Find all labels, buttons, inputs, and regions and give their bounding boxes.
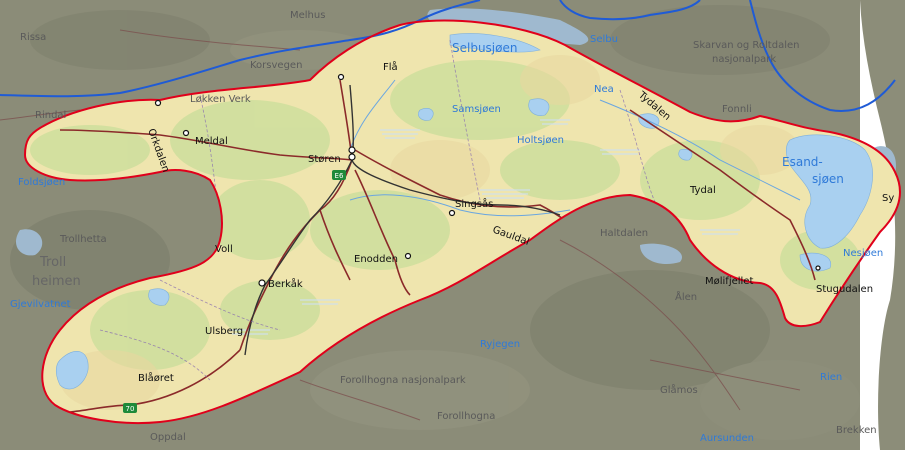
town-markers <box>154 73 821 287</box>
label-fla: Flå <box>383 60 398 73</box>
marker-berkak <box>258 279 266 287</box>
label-nea: Nea <box>594 84 614 95</box>
label-rindal: Rindal <box>35 110 66 121</box>
lakes <box>55 33 873 390</box>
county-border <box>0 0 896 112</box>
marker-orkdal <box>154 99 162 107</box>
label-haltdalen: Haltdalen <box>600 228 648 239</box>
marker-storen <box>348 146 356 154</box>
label-foldsjoen: Foldsjøen <box>18 177 65 188</box>
marker-fla <box>337 73 345 81</box>
marker-storen2 <box>348 153 356 161</box>
marker-singsas <box>448 209 456 217</box>
forest-areas <box>30 60 860 370</box>
label-fonnli: Fonnli <box>722 104 752 115</box>
label-esand: Esand- <box>782 155 823 169</box>
lake-gjevil <box>55 351 89 390</box>
label-trollhetta: Trollhetta <box>59 234 107 245</box>
label-nasjonalpark1: nasjonalpark <box>712 54 776 65</box>
label-rissa: Rissa <box>20 32 46 43</box>
label-meldal: Meldal <box>195 136 228 147</box>
label-rien: Rien <box>820 372 842 383</box>
road-shield-70: 70 <box>123 403 137 413</box>
label-singsas: Singsås <box>455 197 493 210</box>
label-brekken: Brekken <box>836 425 877 436</box>
label-blaoret: Blåøret <box>138 371 174 384</box>
water-labels: Selbusjøen Selbu Samsjøen Holtsjøen Nea … <box>10 34 883 444</box>
label-nesjoen: Nesjøen <box>843 248 883 259</box>
label-heimen: heimen <box>32 274 81 289</box>
label-stugudalen: Stugudalen <box>816 284 873 295</box>
label-aursunden: Aursunden <box>700 433 754 444</box>
label-oppdal: Oppdal <box>150 432 186 443</box>
marker-stugudal <box>815 265 821 271</box>
marsh-hatching <box>230 119 740 335</box>
label-forollhogna-np: Forollhogna nasjonalpark <box>340 375 466 386</box>
label-berkak: Berkåk <box>268 277 303 290</box>
label-samsjoen: Samsjøen <box>452 104 501 115</box>
terrain-east-strip <box>860 0 905 450</box>
railway <box>244 84 561 356</box>
label-melhus: Melhus <box>290 10 325 21</box>
outside-roads <box>0 29 801 421</box>
label-ryjegen: Ryjegen <box>480 339 520 350</box>
lake-esandsjoen <box>785 134 873 249</box>
label-korsvegen: Korsvegen <box>250 60 302 71</box>
label-selbu: Selbu <box>590 34 618 45</box>
label-enodden: Enodden <box>354 254 398 265</box>
region-labels: Melhus Rissa Korsvegen Løkken Verk Skarv… <box>20 10 877 443</box>
outside-terrain-texture <box>10 5 860 440</box>
road-shield-e6-label: E6 <box>335 172 344 180</box>
region-boundary <box>23 19 901 425</box>
label-gjevilvatnet: Gjevilvatnet <box>10 299 71 310</box>
label-aen: Ålen <box>675 290 697 303</box>
road-shield-70-label: 70 <box>126 405 135 413</box>
label-forollhogna: Forollhogna <box>437 411 495 422</box>
label-glamos: Glåmos <box>660 383 698 396</box>
label-ulsberg: Ulsberg <box>205 326 243 337</box>
marker-meldal <box>182 129 190 137</box>
label-molifjellet: Mølifjellet <box>705 276 753 287</box>
label-skarvan: Skarvan og Roltdalen <box>693 40 799 51</box>
marker-enodden <box>404 252 412 260</box>
label-tydal: Tydal <box>689 185 716 196</box>
label-troll: Troll <box>39 255 66 270</box>
label-lokken: Løkken Verk <box>190 94 251 105</box>
label-holtsjoen: Holtsjøen <box>517 135 564 146</box>
label-sjoen: sjøen <box>812 172 844 186</box>
label-storen: Støren <box>308 154 341 165</box>
label-voll: Voll <box>215 244 233 255</box>
road-shield-e6: E6 <box>332 170 346 180</box>
label-selbusjoen: Selbusjøen <box>452 41 517 55</box>
label-sy: Sy <box>882 193 894 204</box>
